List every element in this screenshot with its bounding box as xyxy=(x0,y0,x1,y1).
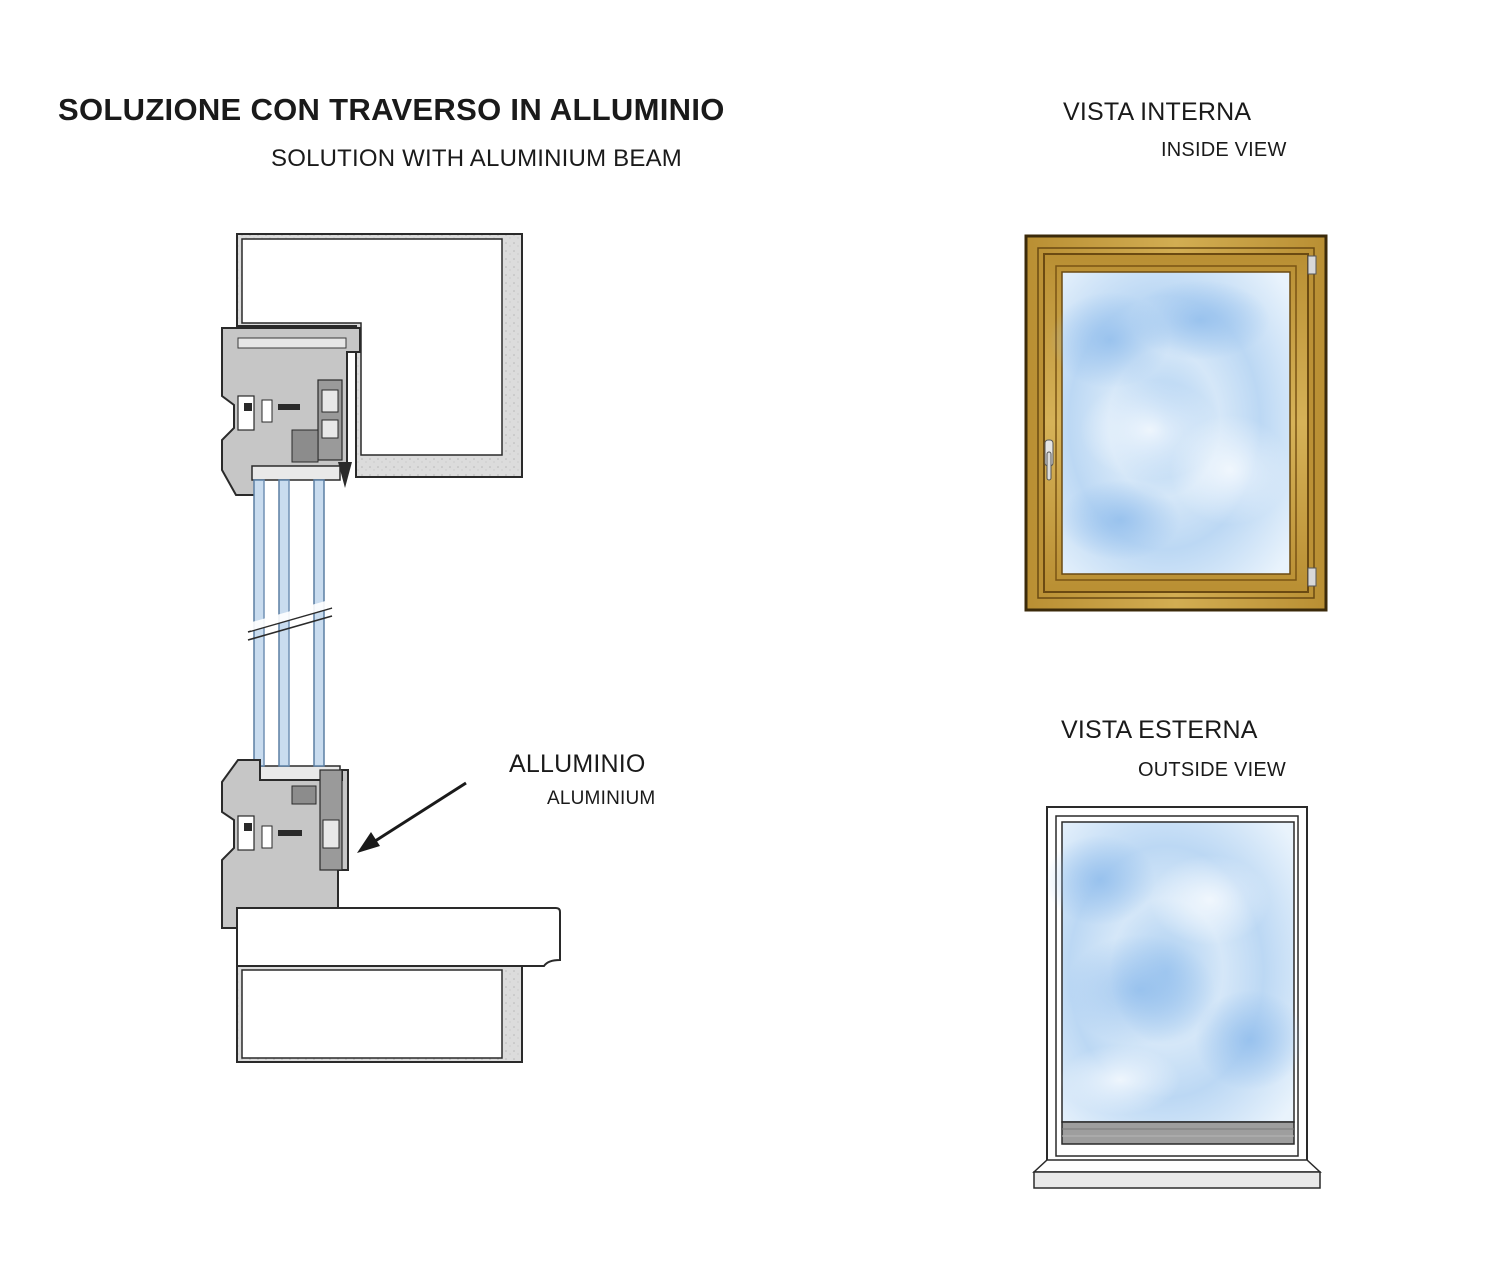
arrow-icon xyxy=(357,781,467,853)
upper-frame-profile xyxy=(221,327,361,496)
lower-frame-profile xyxy=(221,759,349,929)
inside-view-title: VISTA INTERNA xyxy=(1063,98,1252,126)
aluminium-callout-title: ALLUMINIO xyxy=(509,750,646,778)
outside-sill xyxy=(1033,1171,1321,1189)
section-drawing xyxy=(221,233,561,1063)
aluminium-beam xyxy=(1061,1121,1295,1145)
triple-glazing xyxy=(247,465,341,781)
section-subtitle: SOLUTION WITH ALUMINIUM BEAM xyxy=(271,145,682,172)
hinge-icon xyxy=(1307,255,1317,587)
outside-view-title: VISTA ESTERNA xyxy=(1061,716,1258,744)
upper-lintel xyxy=(236,233,523,478)
inside-view-subtitle: INSIDE VIEW xyxy=(1161,139,1287,161)
window-sill xyxy=(236,907,561,1063)
outside-view-window xyxy=(1032,806,1322,1189)
section-title: SOLUZIONE CON TRAVERSO IN ALLUMINIO xyxy=(58,92,725,127)
outside-view-subtitle: OUTSIDE VIEW xyxy=(1138,759,1286,781)
window-handle-icon xyxy=(1044,439,1054,481)
aluminium-callout-subtitle: ALUMINIUM xyxy=(547,788,656,809)
inside-view-window xyxy=(1024,234,1328,612)
